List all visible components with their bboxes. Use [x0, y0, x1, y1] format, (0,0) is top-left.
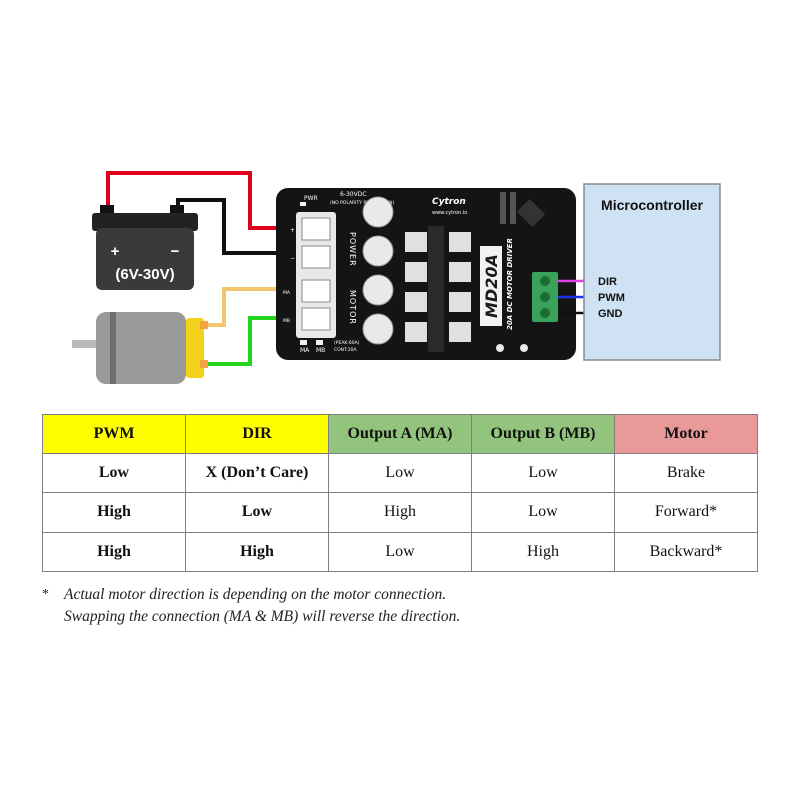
battery-negative-wire: [176, 198, 300, 255]
table-row: Low X (Don’t Care) Low Low Brake: [42, 452, 758, 494]
pin-pwm-label: PWM: [598, 292, 625, 304]
cell-pwm: Low: [42, 452, 186, 494]
footnote-text: Swapping the connection (MA & MB) will r…: [64, 608, 461, 625]
table-row: High High Low High Backward*: [42, 531, 758, 573]
ma-label: MA: [300, 347, 310, 354]
voltage-label: 6-30VDC: [340, 191, 367, 198]
cell-output-a: Low: [328, 452, 472, 494]
truth-table-header-row: PWM DIR Output A (MA) Output B (MB) Moto…: [42, 414, 758, 454]
cell-dir: Low: [185, 492, 329, 533]
cell-dir: High: [185, 531, 329, 573]
header-output-b: Output B (MB): [471, 414, 615, 454]
cell-output-b: Low: [471, 452, 615, 494]
header-dir: DIR: [185, 414, 329, 454]
subtitle-label: 20A DC MOTOR DRIVER: [506, 238, 514, 330]
cell-motor: Backward*: [614, 531, 758, 573]
motor-a-wire: [206, 287, 300, 327]
footnote: * Actual motor direction is depending on …: [42, 584, 758, 628]
cell-dir: X (Don’t Care): [185, 452, 329, 494]
motor-label: MOTOR: [348, 290, 357, 325]
truth-table: PWM DIR Output A (MA) Output B (MB) Moto…: [42, 414, 758, 573]
microcontroller-title: Microcontroller: [601, 197, 703, 213]
motor-b-wire: [206, 316, 300, 366]
brand-label: Cytron: [432, 197, 466, 207]
footnote-text: Actual motor direction is depending on t…: [64, 586, 447, 603]
peak-label: (PEAK:60A): [334, 340, 360, 346]
cell-output-b: Low: [471, 492, 615, 533]
pwr-label: PWR: [304, 195, 318, 202]
cell-pwm: High: [42, 492, 186, 533]
battery-plus-label: +: [111, 243, 120, 260]
battery-positive-wire: [106, 171, 300, 230]
footnote-line: Swapping the connection (MA & MB) will r…: [42, 606, 758, 628]
cell-output-b: High: [471, 531, 615, 573]
battery-voltage-label: (6V-30V): [115, 266, 174, 283]
power-label: POWER: [348, 232, 357, 267]
terminal-mb-label: MB: [283, 318, 290, 324]
terminal-minus-label: −: [290, 255, 295, 262]
protection-label: (NO POLARITY PROTECTION): [330, 200, 395, 206]
microcontroller-box: Microcontroller DIR PWM GND: [583, 183, 721, 361]
md20a-driver-board: PWR 6-30VDC (NO POLARITY PROTECTION) + −…: [276, 188, 576, 360]
mb-label: MB: [316, 347, 325, 354]
pin-gnd-label: GND: [598, 308, 623, 320]
header-output-a: Output A (MA): [328, 414, 472, 454]
wiring-diagram: + − (6V-30V) PWR 6-30VDC (NO POLARITY PR…: [72, 171, 721, 384]
battery-minus-label: −: [171, 243, 180, 260]
cont-label: CONT:20A: [334, 347, 358, 353]
pin-dir-label: DIR: [598, 276, 617, 288]
table-row: High Low High Low Forward*: [42, 492, 758, 533]
cell-output-a: High: [328, 492, 472, 533]
header-pwm: PWM: [42, 414, 186, 454]
cell-pwm: High: [42, 531, 186, 573]
cell-output-a: Low: [328, 531, 472, 573]
battery: + − (6V-30V): [92, 205, 198, 290]
model-label: MD20A: [482, 254, 501, 318]
cell-motor: Forward*: [614, 492, 758, 533]
website-label: www.cytron.io: [432, 210, 467, 216]
footnote-marker: *: [42, 587, 49, 602]
terminal-plus-label: +: [290, 227, 295, 234]
dc-motor: [72, 312, 208, 384]
cell-motor: Brake: [614, 452, 758, 494]
header-motor: Motor: [614, 414, 758, 454]
footnote-line: * Actual motor direction is depending on …: [42, 584, 758, 606]
terminal-ma-label: MA: [283, 290, 291, 296]
